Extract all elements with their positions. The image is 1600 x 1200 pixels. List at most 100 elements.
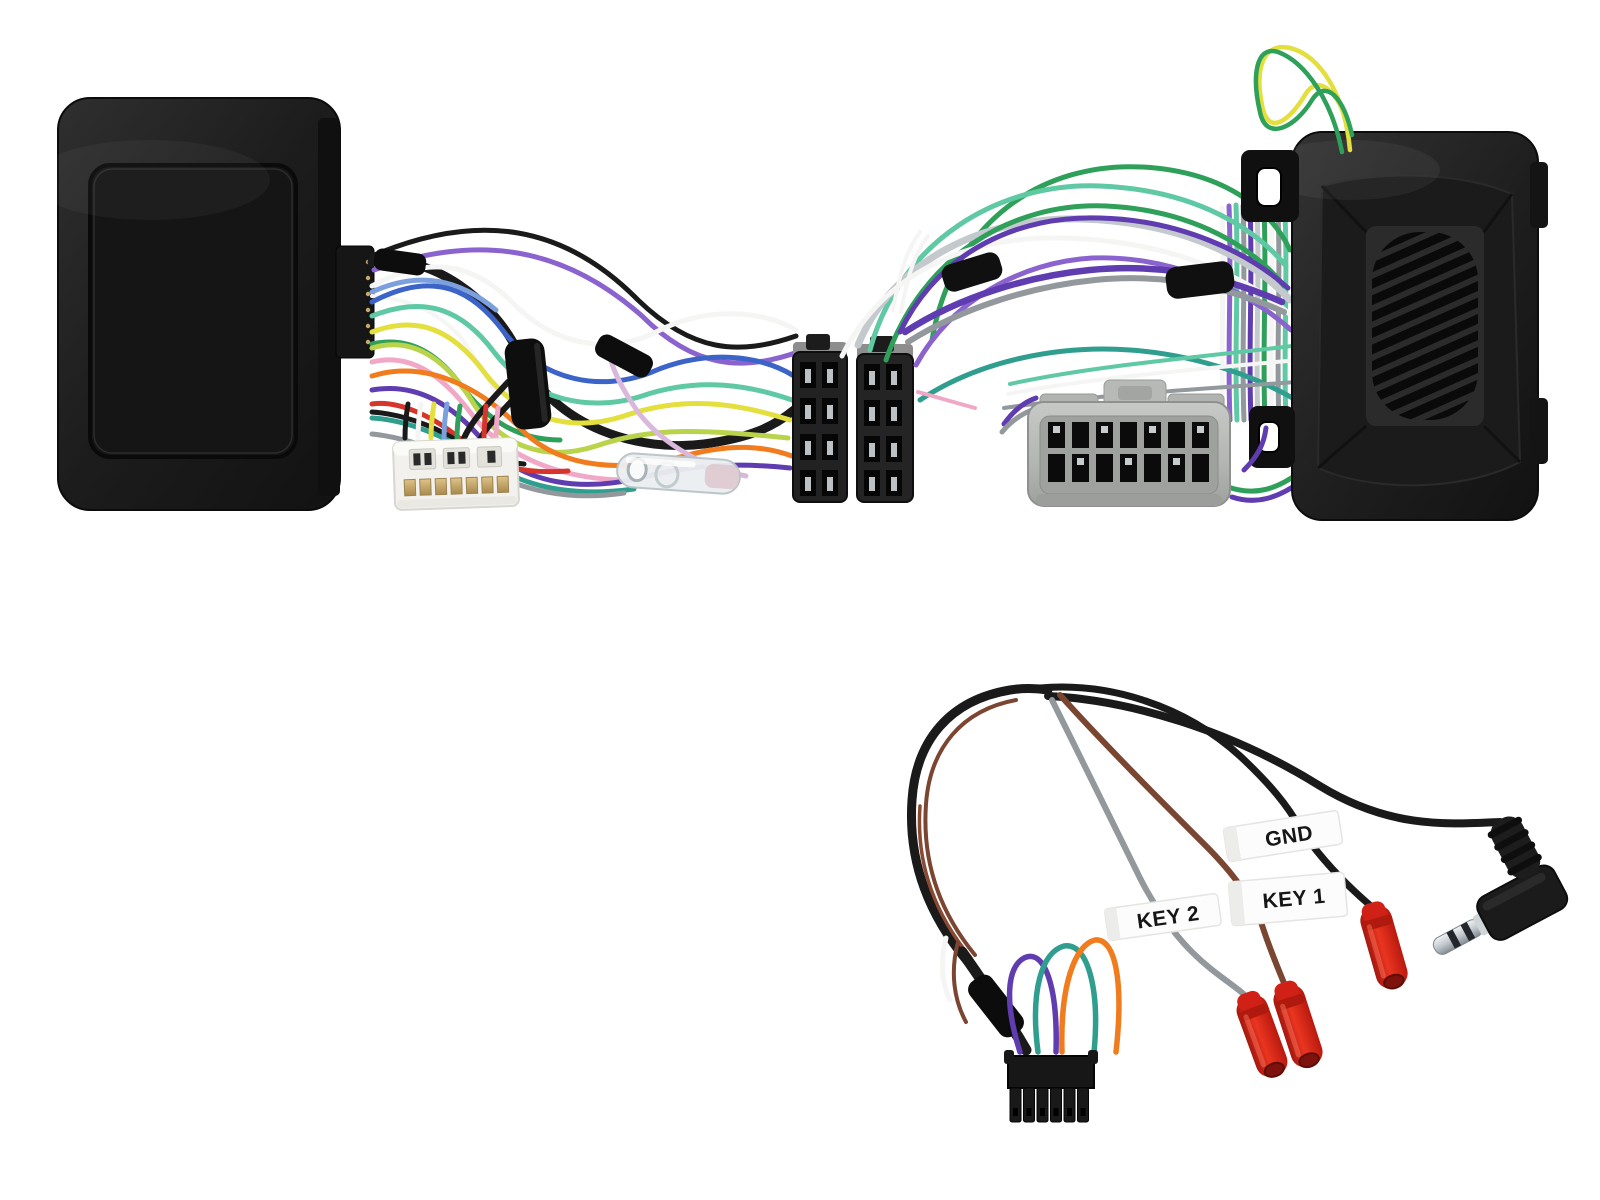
wire xyxy=(1008,344,1294,386)
wire xyxy=(369,227,799,350)
flag-fold xyxy=(1104,907,1121,941)
contact xyxy=(447,452,455,465)
iso-body xyxy=(792,351,848,503)
wire xyxy=(369,322,793,426)
wire xyxy=(369,264,799,347)
contact xyxy=(487,450,496,463)
jack-collar xyxy=(1473,913,1491,936)
module-right-sheen xyxy=(1260,140,1440,200)
wire xyxy=(367,256,799,451)
contact xyxy=(424,452,432,466)
wire xyxy=(1032,943,1099,1055)
key2-lead xyxy=(1049,697,1251,1001)
iso-pin-holes xyxy=(864,364,902,496)
wire xyxy=(1261,207,1268,423)
interface-module-right xyxy=(1241,131,1548,521)
wire xyxy=(1254,205,1261,423)
wire xyxy=(916,390,977,410)
flag-fold xyxy=(1223,826,1242,862)
grey-pin-slots xyxy=(1048,422,1209,482)
contact xyxy=(458,451,466,464)
jack-3-5mm xyxy=(1432,816,1569,955)
molex-wing xyxy=(1088,1050,1098,1064)
heatshrink-sleeve xyxy=(941,252,1003,292)
module-left-sheen xyxy=(30,140,270,220)
tape-wrap xyxy=(373,248,427,276)
wire xyxy=(1253,48,1355,155)
jack-body-highlight xyxy=(1482,872,1546,911)
key1-lead xyxy=(1057,692,1289,991)
wire xyxy=(454,403,463,441)
crimp-sleeve xyxy=(704,463,740,490)
wire xyxy=(1006,953,1059,1055)
wire xyxy=(940,935,953,1003)
twisted-yellow-green-loop xyxy=(1253,44,1355,155)
wire xyxy=(369,342,791,455)
recess-seams xyxy=(1317,184,1522,470)
latch-window xyxy=(408,448,437,471)
wire xyxy=(1233,202,1240,423)
grey-key-notch xyxy=(1118,386,1152,400)
wire xyxy=(369,304,795,406)
wire xyxy=(917,346,1299,403)
molex-body xyxy=(1007,1055,1095,1089)
molex-12pin-connector xyxy=(1004,937,1122,1123)
heatshrink-sleeve xyxy=(1165,261,1235,299)
wire xyxy=(839,235,1295,359)
mount-tab-top-hole xyxy=(1256,167,1282,207)
wire xyxy=(369,277,499,313)
jack-ring xyxy=(1446,929,1462,949)
wire xyxy=(891,230,922,312)
jack-ring xyxy=(1460,921,1476,942)
wire xyxy=(951,940,968,1024)
wire xyxy=(371,247,801,366)
wire xyxy=(1275,211,1282,423)
crimp-highlight xyxy=(625,457,696,468)
wire xyxy=(461,379,511,441)
wire xyxy=(1059,937,1122,1055)
wire xyxy=(369,357,623,483)
interface-module-left xyxy=(30,97,375,511)
white-connector-pins xyxy=(403,475,510,497)
module-right-flange xyxy=(1530,398,1548,464)
wire xyxy=(883,203,1287,363)
flag-fold xyxy=(1228,881,1246,926)
wire xyxy=(1226,203,1233,423)
wire xyxy=(402,401,411,441)
wire xyxy=(415,401,424,441)
key1-label: KEY 1 xyxy=(1262,885,1327,913)
wire xyxy=(428,401,437,441)
bullet-terminal-gnd xyxy=(1354,897,1413,994)
wire xyxy=(441,401,450,441)
label-flag-key2: KEY 2 xyxy=(1104,892,1222,942)
module-left-flange xyxy=(318,118,340,496)
jack-body xyxy=(1476,864,1569,941)
jack-cable xyxy=(1044,692,1504,828)
wire xyxy=(481,403,489,441)
wire xyxy=(1247,204,1254,423)
tape-wrap xyxy=(968,974,1024,1038)
vehicle-connector-grey xyxy=(1027,379,1231,507)
molex-wing xyxy=(1004,1050,1014,1064)
wire xyxy=(1001,395,1039,427)
jack-boot-ribs xyxy=(1487,816,1542,876)
flag-paper xyxy=(1227,871,1349,927)
iso-latch xyxy=(806,334,830,350)
module-left-recess-panel xyxy=(88,163,298,459)
cable xyxy=(906,684,1053,967)
module-left-recess-highlight xyxy=(93,168,293,454)
patch-lead xyxy=(906,683,1504,1056)
latch-window xyxy=(442,447,471,469)
white-16pin-connector xyxy=(392,437,520,511)
wire xyxy=(1240,203,1247,423)
wire xyxy=(923,698,1018,957)
white-connector-skirt xyxy=(397,496,517,508)
label-flag-gnd: GND xyxy=(1222,809,1344,863)
tape-wrap xyxy=(595,334,653,378)
contact xyxy=(413,453,421,466)
wire xyxy=(899,234,930,314)
wire xyxy=(493,405,501,441)
wire xyxy=(1006,358,1300,396)
